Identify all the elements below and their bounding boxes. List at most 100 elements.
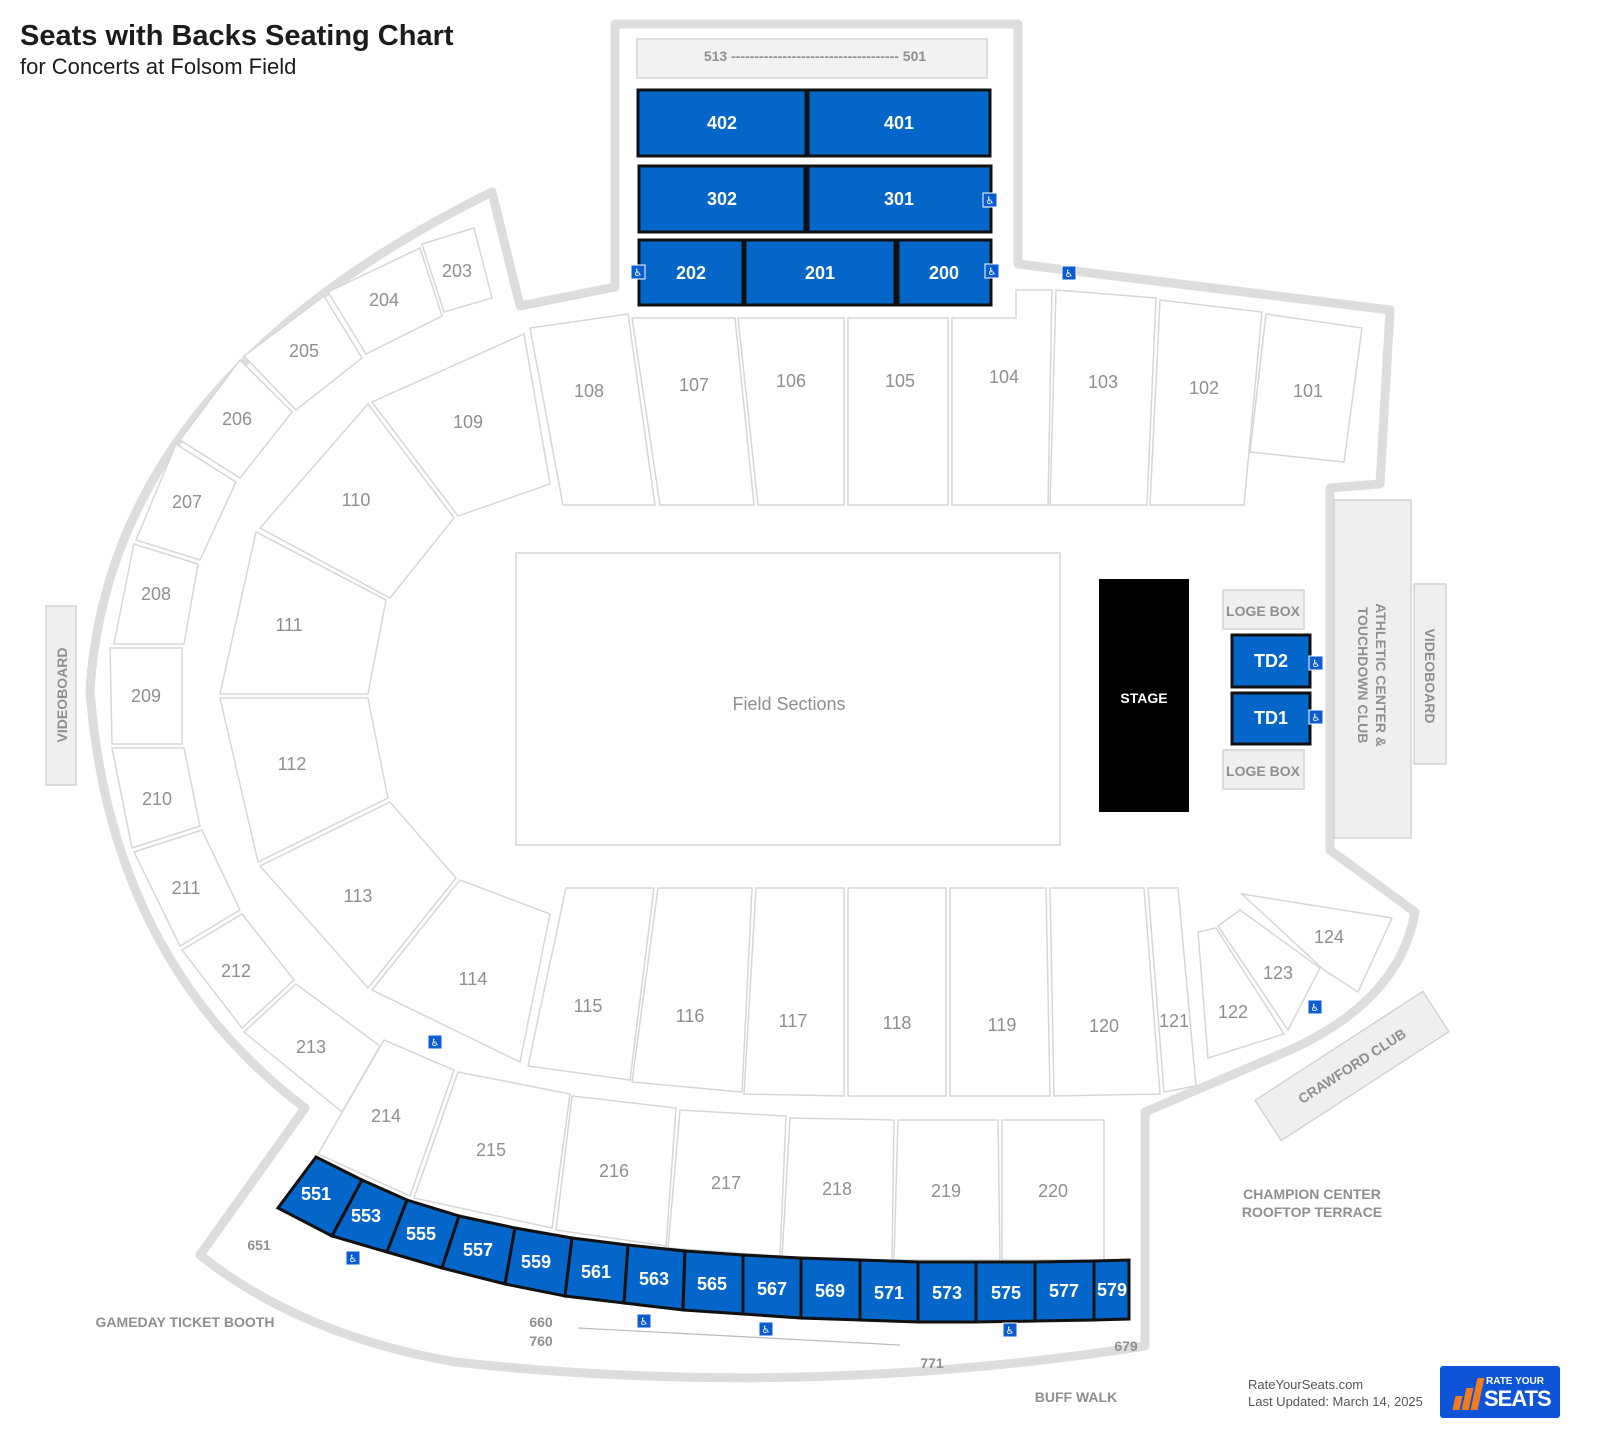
svg-text:201: 201: [805, 263, 835, 283]
svg-text:402: 402: [707, 113, 737, 133]
section-109[interactable]: 109: [370, 332, 551, 517]
svg-text:♿: ♿: [1312, 659, 1321, 670]
svg-text:107: 107: [679, 375, 709, 395]
section-102[interactable]: 102: [1149, 299, 1263, 506]
section-207[interactable]: 207: [134, 442, 237, 561]
section-577[interactable]: 577: [1033, 1259, 1096, 1323]
svg-text:208: 208: [141, 584, 171, 604]
section-121[interactable]: 121: [1147, 887, 1197, 1093]
section-567[interactable]: 567: [741, 1253, 803, 1320]
section-108[interactable]: 108: [529, 313, 656, 506]
svg-text:110: 110: [342, 490, 371, 510]
section-114[interactable]: 114: [370, 879, 551, 1064]
section-106[interactable]: 106: [737, 317, 845, 506]
section-110[interactable]: 110: [258, 402, 455, 599]
svg-text:567: 567: [757, 1279, 787, 1299]
section-103[interactable]: 103: [1049, 289, 1157, 506]
section-208[interactable]: 208: [113, 543, 199, 645]
section-112[interactable]: 112: [219, 697, 389, 864]
section-206[interactable]: 206: [178, 358, 294, 479]
section-212[interactable]: 212: [180, 913, 296, 1030]
section-302[interactable]: 302: [637, 164, 807, 234]
section-210[interactable]: 210: [111, 747, 201, 849]
section-209[interactable]: 209: [109, 647, 183, 745]
section-124[interactable]: 124: [1239, 892, 1394, 994]
field-sections[interactable]: [515, 552, 1061, 846]
section-571[interactable]: 571: [858, 1258, 920, 1324]
loge-box-bottom[interactable]: [1222, 749, 1305, 790]
svg-text:214: 214: [371, 1106, 401, 1126]
svg-text:551: 551: [301, 1184, 331, 1204]
section-220[interactable]: 220: [1001, 1119, 1105, 1261]
section-573[interactable]: 573: [916, 1260, 978, 1324]
svg-text:♿: ♿: [762, 1325, 771, 1336]
svg-text:202: 202: [676, 263, 706, 283]
section-569[interactable]: 569: [799, 1256, 862, 1322]
section-td2[interactable]: TD2: [1230, 633, 1312, 689]
wheelchair-icon: ♿: [984, 263, 1000, 279]
section-401[interactable]: 401: [806, 88, 992, 158]
svg-text:♿: ♿: [1065, 269, 1074, 280]
section-203[interactable]: 203: [421, 227, 493, 313]
section-123[interactable]: 123: [1216, 909, 1321, 1032]
section-117[interactable]: 117: [743, 887, 845, 1097]
svg-text:577: 577: [1049, 1281, 1079, 1301]
section-205[interactable]: 205: [242, 294, 363, 412]
section-402[interactable]: 402: [636, 88, 808, 158]
section-200[interactable]: 200: [896, 238, 993, 307]
row-divider-line: [577, 1327, 901, 1346]
upper-range-box: [636, 38, 988, 79]
logo-main-text: SEATS: [1484, 1386, 1552, 1411]
section-211[interactable]: 211: [132, 829, 241, 948]
section-204[interactable]: 204: [326, 246, 443, 355]
section-561[interactable]: 561: [563, 1236, 630, 1305]
section-219[interactable]: 219: [893, 1119, 1001, 1261]
section-111[interactable]: 111: [219, 530, 387, 695]
section-td1[interactable]: TD1: [1230, 691, 1312, 746]
section-122[interactable]: 122: [1197, 927, 1286, 1059]
section-216[interactable]: 216: [555, 1095, 677, 1247]
svg-text:565: 565: [697, 1274, 727, 1294]
champion-center-line2: ROOFTOP TERRACE: [1242, 1204, 1382, 1220]
section-116[interactable]: 116: [631, 887, 753, 1093]
section-105[interactable]: 105: [847, 317, 949, 506]
section-579[interactable]: 579: [1092, 1258, 1131, 1322]
section-215[interactable]: 215: [413, 1071, 571, 1229]
videoboard-right: [1413, 583, 1447, 765]
svg-text:109: 109: [453, 412, 483, 432]
section-557[interactable]: 557: [440, 1214, 517, 1286]
section-301[interactable]: 301: [806, 164, 993, 234]
wheelchair-icon: ♿: [1307, 999, 1323, 1015]
section-115[interactable]: 115: [527, 887, 655, 1081]
loge-box-top[interactable]: [1222, 589, 1305, 630]
wheelchair-icon: ♿: [1061, 265, 1077, 281]
section-120[interactable]: 120: [1049, 887, 1161, 1097]
section-214[interactable]: 214: [316, 1039, 455, 1198]
section-201[interactable]: 201: [743, 238, 897, 307]
svg-text:401: 401: [884, 113, 914, 133]
section-118[interactable]: 118: [847, 887, 947, 1097]
section-575[interactable]: 575: [974, 1260, 1037, 1324]
svg-text:302: 302: [707, 189, 737, 209]
section-217[interactable]: 217: [667, 1109, 787, 1257]
footer-site[interactable]: RateYourSeats.com: [1248, 1377, 1364, 1392]
athletic-center-line2: TOUCHDOWN CLUB: [1355, 607, 1371, 744]
section-202[interactable]: 202: [637, 238, 745, 307]
wheelchair-icon: ♿: [630, 264, 646, 280]
svg-text:102: 102: [1189, 378, 1219, 398]
section-218[interactable]: 218: [781, 1117, 895, 1261]
svg-text:559: 559: [521, 1252, 551, 1272]
svg-text:104: 104: [989, 367, 1019, 387]
section-107[interactable]: 107: [631, 317, 755, 506]
section-104[interactable]: 104: [951, 289, 1053, 506]
svg-text:200: 200: [929, 263, 959, 283]
section-559[interactable]: 559: [503, 1226, 574, 1298]
loge-box-top-label: LOGE BOX: [1226, 603, 1301, 619]
section-113[interactable]: 113: [258, 801, 457, 990]
section-119[interactable]: 119: [949, 887, 1051, 1097]
section-101[interactable]: 101: [1249, 313, 1363, 463]
rateyourseats-logo[interactable]: RATE YOUR SEATS: [1440, 1366, 1560, 1418]
svg-text:210: 210: [142, 789, 172, 809]
section-563[interactable]: 563: [622, 1243, 687, 1312]
section-565[interactable]: 565: [681, 1249, 745, 1316]
